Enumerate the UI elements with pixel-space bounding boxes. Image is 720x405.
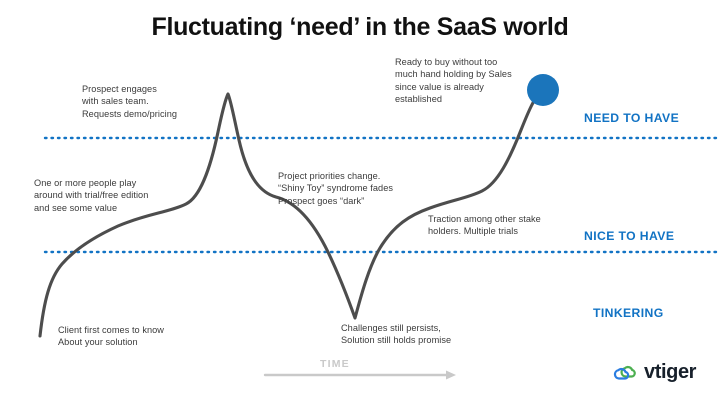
annotation-project-priorities-change: Project priorities change. “Shiny Toy” s… <box>278 171 394 206</box>
time-axis-arrow <box>263 370 456 380</box>
annotation-client-first-comes-to-know: Client first comes to know About your so… <box>58 325 164 348</box>
annotation-ready-to-buy: Ready to buy without too much hand holdi… <box>395 57 512 104</box>
stage-label-need-to-have: NEED TO HAVE <box>584 111 680 125</box>
stage-label-nice-to-have: NICE TO HAVE <box>584 229 675 243</box>
end-marker-dot <box>527 74 559 106</box>
vtiger-cloud-icon <box>613 365 636 380</box>
page-title: Fluctuating ‘need’ in the SaaS world <box>151 13 569 41</box>
annotation-prospect-engages: Prospect engages with sales team. Reques… <box>82 84 178 119</box>
annotation-one-or-more-people-play: One or more people play around with tria… <box>34 178 149 213</box>
need-curve <box>38 90 542 338</box>
time-axis-label: TIME <box>320 358 350 370</box>
stage-label-tinkering: TINKERING <box>593 306 664 320</box>
vtiger-logo: vtiger <box>612 361 696 384</box>
vtiger-logo-text: vtiger <box>644 361 697 383</box>
annotation-traction-among-stakeholders: Traction among other stake holders. Mult… <box>428 214 541 237</box>
annotation-challenges-still-persists: Challenges still persists, Solution stil… <box>341 323 452 346</box>
